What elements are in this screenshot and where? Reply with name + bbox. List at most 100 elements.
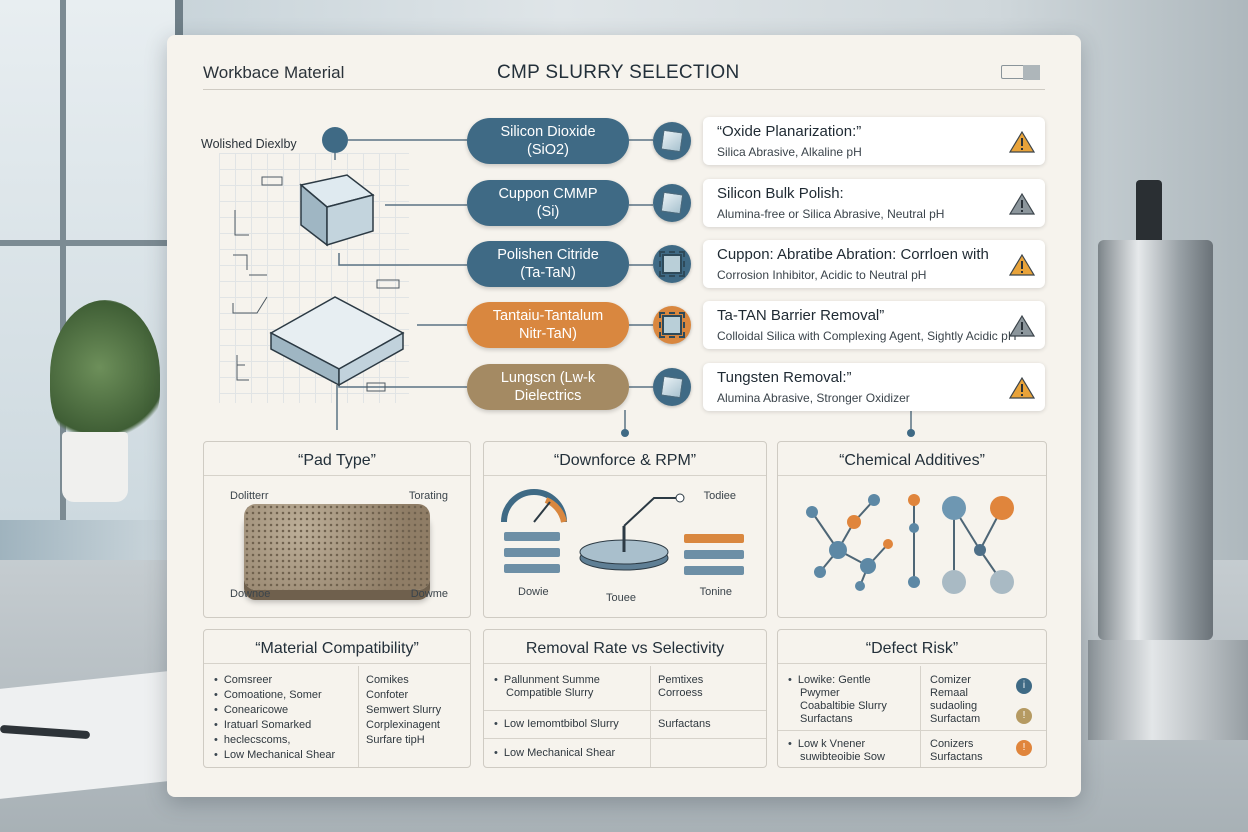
slurry-card-title: Tungsten Removal:” <box>717 369 852 386</box>
molecule-illustration <box>806 494 1014 594</box>
polishing-pad-illustration <box>244 504 430 590</box>
material-pill-line1: Polishen Citride <box>497 246 599 263</box>
slurry-card-subtitle: Colloidal Silica with Complexing Agent, … <box>717 329 1017 343</box>
chemical-additives-title: “Chemical Additives” <box>839 452 985 469</box>
defect-row2-right-item: Conizers <box>930 738 974 750</box>
material-label: Wolished Diexlby <box>201 137 297 151</box>
compat-left-item: Comoatione, Somer <box>214 689 322 701</box>
material-pill-line2: (Si) <box>536 204 560 220</box>
material-pill-line2: Dielectrics <box>514 388 582 404</box>
defect-row2-left-item: suwibteoibie Sow <box>800 751 885 763</box>
downforce-label-top-right: Todiee <box>703 490 736 502</box>
downforce-illustration <box>501 489 744 575</box>
page-title: CMP SLURRY SELECTION <box>497 62 740 83</box>
removal-rate-box: Removal Rate vs Selectivity Pallunment S… <box>483 629 767 768</box>
material-compatibility-box: “Material Compatibility” ComsreerComoati… <box>203 629 471 768</box>
removal-row1-left-2: Compatible Slurry <box>506 687 594 699</box>
defect-row1-left-item: Surfactans <box>800 713 853 725</box>
removal-row1-right: Pemtixes <box>658 674 704 686</box>
defect-row1-left-item: Coabaltibie Slurry <box>800 700 887 712</box>
compat-right-item: Corplexinagent <box>366 719 440 731</box>
slurry-card[interactable]: Silicon Bulk Polish: Alumina-free or Sili… <box>703 179 1045 227</box>
material-compatibility-title: “Material Compatibility” <box>255 640 419 657</box>
risk-indicator-icon: ! <box>1016 708 1032 724</box>
slurry-card-title: “Oxide Planarization:” <box>717 123 862 140</box>
material-pill[interactable]: Polishen Citride (Ta-TaN) <box>467 241 629 287</box>
compat-right-item: Confoter <box>366 689 409 701</box>
plant-background <box>50 300 160 450</box>
defect-row2-right-item: Surfactans <box>930 751 983 763</box>
compat-left-item: Iratuarl Somarked <box>214 719 311 731</box>
compat-right-item: Semwert Slurry <box>366 704 442 716</box>
compat-right-item: Comikes <box>366 674 409 686</box>
defect-row1-right-item: sudaoling <box>930 700 978 712</box>
defect-row1-right-item: Remaal <box>930 687 968 699</box>
slurry-card-title: Silicon Bulk Polish: <box>717 185 844 202</box>
pad-label-bottom-right: Dowme <box>410 588 448 600</box>
compat-left-item: Comsreer <box>214 674 272 686</box>
slurry-card[interactable]: Tungsten Removal:” Alumina Abrasive, Stro… <box>703 363 1045 411</box>
material-node[interactable] <box>322 127 348 153</box>
pad-type-box: “Pad Type” Dolitterr Torating Downoe Dow… <box>203 441 471 618</box>
chemical-additives-box: “Chemical Additives” <box>777 441 1047 618</box>
defect-row1-right-item: Comizer <box>930 674 971 686</box>
defect-risk-box: “Defect Risk” Lowike: GentlePwymerCoabal… <box>777 629 1047 768</box>
cube-icon <box>653 184 691 222</box>
removal-row1-right-2: Corroess <box>658 687 703 699</box>
pad-label-top-left: Dolitterr <box>230 490 269 502</box>
defect-row2-left-item: Low k Vnener <box>788 738 865 750</box>
removal-row3-left: Low Mechanical Shear <box>494 747 615 759</box>
removal-row2-left: Low Iemomtbibol Slurry <box>494 718 619 730</box>
warning-icon[interactable] <box>1009 376 1035 400</box>
slurry-card-title: Ta-TAN Barrier Removal” <box>717 307 885 324</box>
slurry-card[interactable]: “Oxide Planarization:” Silica Abrasive, A… <box>703 117 1045 165</box>
pad-label-bottom-left: Downoe <box>230 588 271 600</box>
removal-row1-left: Pallunment Summe <box>494 674 600 686</box>
warning-icon[interactable] <box>1009 130 1035 154</box>
pad-label-top-right: Torating <box>408 490 448 502</box>
material-pill[interactable]: Cuppon CMMP (Si) <box>467 180 629 226</box>
material-pill-line1: Tantaiu-Tantalum <box>492 307 604 324</box>
downforce-title: “Downforce & RPM” <box>553 452 697 469</box>
slurry-card[interactable]: Cuppon: Abratibe Abration: Corrloen with… <box>703 240 1045 288</box>
defect-risk-title: “Defect Risk” <box>865 640 959 657</box>
slurry-selection-panel: Workbace Material CMP SLURRY SELECTION W… <box>167 35 1081 797</box>
warning-icon[interactable] <box>1009 314 1035 338</box>
slurry-card-subtitle: Silica Abrasive, Alkaline pH <box>717 145 862 159</box>
removal-row2-right: Surfactans <box>658 718 711 730</box>
material-pill-line1: Lungscn (Lw-k <box>500 369 596 386</box>
material-pill[interactable]: Silicon Dioxide(SiO2) <box>467 118 629 164</box>
pad-type-title: “Pad Type” <box>298 452 376 469</box>
slurry-card-subtitle: Alumina-free or Silica Abrasive, Neutral… <box>717 207 945 221</box>
wafer-slab-illustration <box>269 296 405 387</box>
material-pill-line1: Cuppon CMMP <box>498 185 598 202</box>
chip-icon <box>653 306 691 344</box>
risk-indicator-icon: i <box>1016 678 1032 694</box>
chip-icon <box>653 245 691 283</box>
removal-rate-title: Removal Rate vs Selectivity <box>525 640 725 657</box>
window-toggle-icon[interactable] <box>1001 65 1045 80</box>
slurry-card-subtitle: Alumina Abrasive, Stronger Oxidizer <box>717 391 910 405</box>
slurry-card[interactable]: Ta-TAN Barrier Removal” Colloidal Silica … <box>703 301 1045 349</box>
defect-row1-right-item: Surfactam <box>930 713 981 725</box>
compat-left-item: heclecscoms, <box>214 734 291 746</box>
crystal-cube-illustration <box>299 174 375 247</box>
compat-left-item: Conearicowe <box>214 704 288 716</box>
pot-background <box>62 432 128 502</box>
downforce-label-bottom-left: Dowie <box>518 586 549 598</box>
downforce-rpm-box: “Downforce & RPM” Todiee Dowie Touee Ton… <box>483 441 767 618</box>
risk-indicator-icon: ! <box>1016 740 1032 756</box>
defect-row1-left-item: Lowike: Gentle <box>788 674 871 686</box>
warning-icon[interactable] <box>1009 192 1035 216</box>
cube-icon <box>653 368 691 406</box>
cube-icon <box>653 122 691 160</box>
warning-icon[interactable] <box>1009 253 1035 277</box>
header-divider <box>203 89 1045 90</box>
downforce-label-bottom-right: Tonine <box>699 586 732 598</box>
slurry-card-title: Cuppon: Abratibe Abration: Corrloen with <box>717 246 989 263</box>
material-pill-line2: (Ta-TaN) <box>520 265 576 281</box>
cmp-machine-background <box>1088 180 1248 740</box>
compat-left-item: Low Mechanical Shear <box>214 749 335 761</box>
